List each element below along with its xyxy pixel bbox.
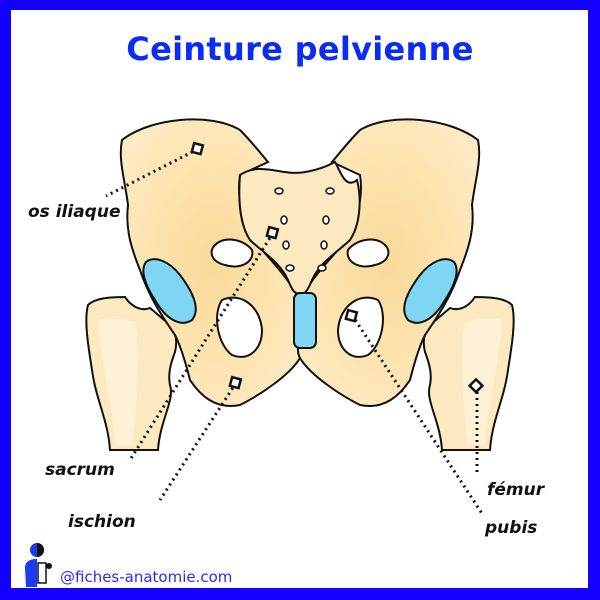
anatomy-logo-icon [25, 543, 52, 587]
label-femur: fémur [487, 480, 545, 500]
markers [190, 141, 485, 394]
right-hip-bone [296, 118, 481, 407]
page-title: Ceinture pelvienne [126, 30, 474, 68]
left-hip-bone [119, 118, 304, 407]
label-sacrum: sacrum [45, 460, 115, 480]
pubic-symphysis [293, 292, 317, 349]
label-ischion: ischion [68, 512, 136, 532]
footer-handle[interactable]: @fiches-anatomie.com [60, 568, 233, 586]
left-femur [85, 295, 178, 451]
right-femur [422, 295, 515, 451]
sacrum [238, 160, 361, 295]
label-pubis: pubis [485, 518, 538, 538]
pointer-lines [105, 147, 485, 516]
right-hip-cartilage [403, 258, 458, 324]
label-os-iliaque: os iliaque [28, 202, 121, 222]
left-hip-cartilage [142, 258, 197, 324]
